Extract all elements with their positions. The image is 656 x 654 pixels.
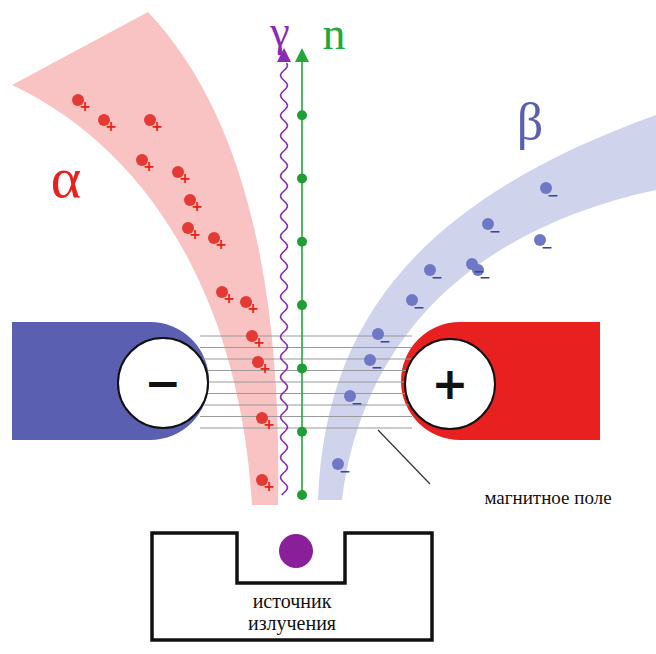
charge-sign: + <box>151 119 163 133</box>
neutron-particle <box>297 110 307 120</box>
field-caption: магнитное поле <box>484 488 611 507</box>
beta-band <box>318 115 656 500</box>
alpha-particles <box>72 94 268 486</box>
alpha-band <box>12 12 278 505</box>
charge-sign: − <box>351 396 363 410</box>
field-line <box>200 427 412 428</box>
neutron-particle <box>297 237 307 247</box>
charge-sign: − <box>413 300 425 314</box>
charge-sign: + <box>105 119 117 133</box>
neutron-particle <box>297 490 307 500</box>
charge-sign: + <box>79 99 91 113</box>
ray-label: n <box>323 11 346 57</box>
charge-sign: + <box>259 361 271 375</box>
charge-sign: − <box>547 188 559 202</box>
plate-terminal: + <box>404 338 496 430</box>
beta-particles <box>332 182 552 470</box>
source-housing: источник излучения <box>150 531 434 642</box>
charge-sign: − <box>541 240 553 254</box>
charge-sign: − <box>431 270 443 284</box>
field-line <box>200 404 412 405</box>
charge-sign: + <box>189 227 201 241</box>
terminal-sign: + <box>432 362 469 406</box>
neutron-arrowhead <box>295 48 309 62</box>
source-label: источник излучения <box>232 590 352 634</box>
charge-sign: + <box>253 335 265 349</box>
ray-label: β <box>517 96 543 148</box>
neutron-ray <box>295 48 309 500</box>
charge-sign: + <box>191 199 203 213</box>
terminal-sign: − <box>145 361 182 405</box>
gamma-ray <box>277 48 291 495</box>
charge-sign: + <box>143 159 155 173</box>
neutron-particle <box>297 363 307 373</box>
charge-sign: − <box>489 224 501 238</box>
negative-plate <box>12 322 209 440</box>
neutron-particle <box>297 174 307 184</box>
neutron-particle <box>297 300 307 310</box>
field-line <box>200 416 412 417</box>
charge-sign: − <box>339 464 351 478</box>
field-line <box>200 381 412 382</box>
field-line <box>200 393 412 394</box>
charge-sign: − <box>371 360 383 374</box>
charge-sign: − <box>479 270 491 284</box>
charge-sign: − <box>379 334 391 348</box>
plate-terminal: − <box>117 337 209 429</box>
ray-label: γ <box>270 10 289 54</box>
charge-sign: + <box>247 301 259 315</box>
source-ball <box>279 534 313 568</box>
neutron-particle <box>297 427 307 437</box>
ray-label: α <box>51 149 81 207</box>
field-lines <box>200 336 412 428</box>
charge-sign: + <box>215 237 227 251</box>
charge-sign: + <box>179 171 191 185</box>
leader-line <box>378 430 430 484</box>
charge-sign: + <box>223 291 235 305</box>
positive-plate <box>401 322 600 440</box>
charge-sign: + <box>263 479 275 493</box>
charge-sign: + <box>263 417 275 431</box>
gamma-wave <box>281 63 288 495</box>
